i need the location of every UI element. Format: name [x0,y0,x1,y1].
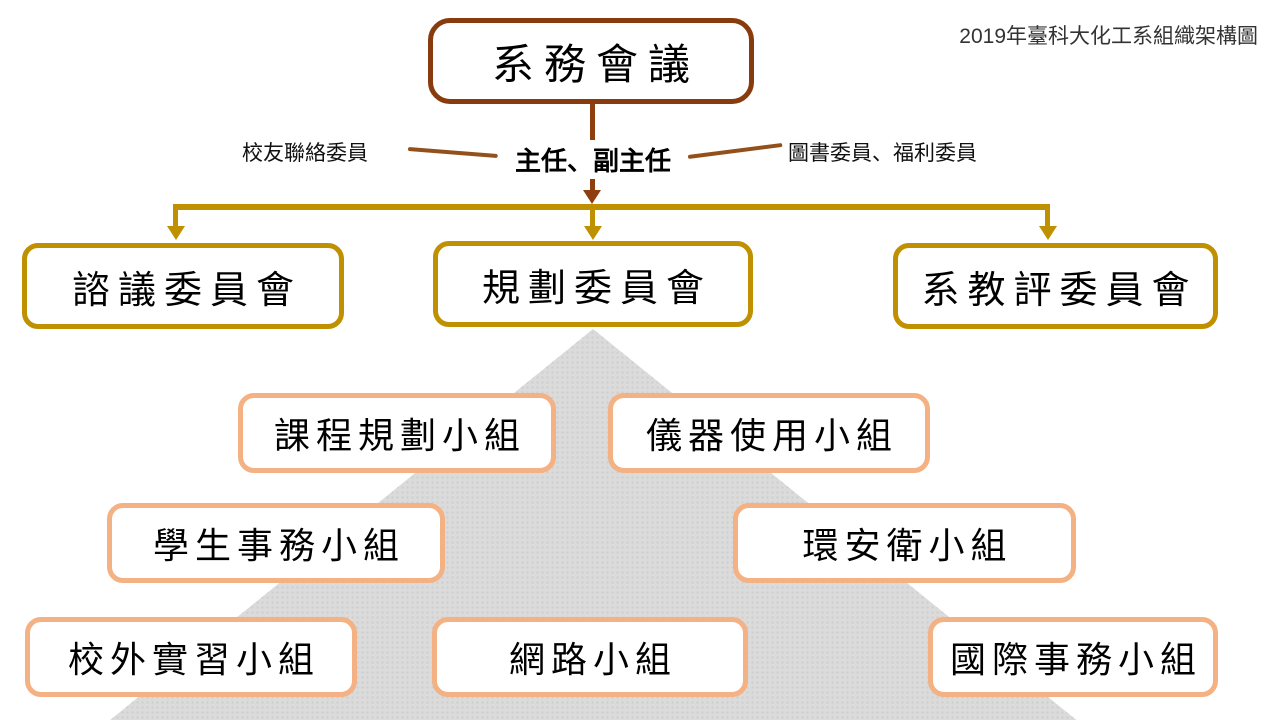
committee-drop-left-line [173,204,178,227]
group-box-international-affairs: 國際事務小組 [928,617,1218,697]
group-box-label: 國際事務小組 [949,639,1202,680]
group-box-label: 儀器使用小組 [645,415,898,456]
committee-drop-right-line [1045,204,1050,227]
committee-drop-center-arrow [584,226,602,240]
group-box-environment-safety-health: 環安衛小組 [733,503,1076,583]
group-box-network: 網路小組 [432,617,748,697]
group-box-label: 環安衛小組 [802,525,1013,566]
committee-drop-left-arrow [167,226,185,240]
committee-bus-line [173,204,1050,210]
committee-box-label: 系教評委員會 [921,269,1198,312]
page-title: 2019年臺科大化工系組織架構圖 [959,25,1258,48]
root-box-department-meeting: 系務會議 [428,18,754,104]
committee-box-advisory: 諮議委員會 [22,243,344,329]
group-box-external-internship: 校外實習小組 [25,617,357,697]
root-box-label: 系務會議 [491,40,700,88]
committee-drop-right-arrow [1039,226,1057,240]
committee-box-faculty-evaluation: 系教評委員會 [893,243,1218,329]
root-connector-arrow [583,190,601,204]
committee-drop-center-line [590,210,595,227]
group-box-label: 網路小組 [508,639,677,680]
committee-box-label: 諮議委員會 [71,269,302,312]
group-box-student-affairs: 學生事務小組 [107,503,445,583]
committee-box-label: 規劃委員會 [481,267,712,310]
group-box-label: 課程規劃小組 [273,415,526,456]
library-welfare-connector-line [687,142,783,159]
committee-box-planning: 規劃委員會 [433,241,753,327]
group-box-curriculum-planning: 課程規劃小組 [238,393,556,473]
group-box-label: 學生事務小組 [152,525,405,566]
alumni-liaison-label: 校友聯絡委員 [242,142,368,165]
group-box-label: 校外實習小組 [67,639,320,680]
director-label: 主任、副主任 [504,140,682,179]
group-box-instrument-use: 儀器使用小組 [608,393,930,473]
alumni-liaison-connector-line [407,147,498,159]
library-welfare-label: 圖書委員、福利委員 [788,142,977,165]
